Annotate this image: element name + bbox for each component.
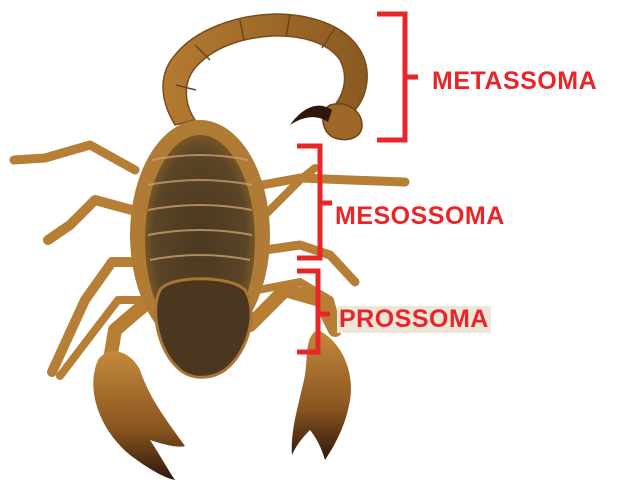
left-claw: [93, 351, 185, 480]
right-leg-3: [265, 245, 355, 282]
label-metassoma: METASSOMA: [432, 69, 597, 94]
label-mesossoma: MESOSSOMA: [335, 204, 505, 229]
label-prossoma: PROSSOMA: [337, 306, 491, 333]
left-leg-2: [48, 200, 132, 240]
bracket-metassoma: [377, 14, 405, 140]
right-leg-1: [262, 178, 405, 185]
left-leg-1: [14, 145, 135, 170]
right-pedipalp: [250, 290, 335, 330]
prosoma-head: [156, 279, 251, 378]
